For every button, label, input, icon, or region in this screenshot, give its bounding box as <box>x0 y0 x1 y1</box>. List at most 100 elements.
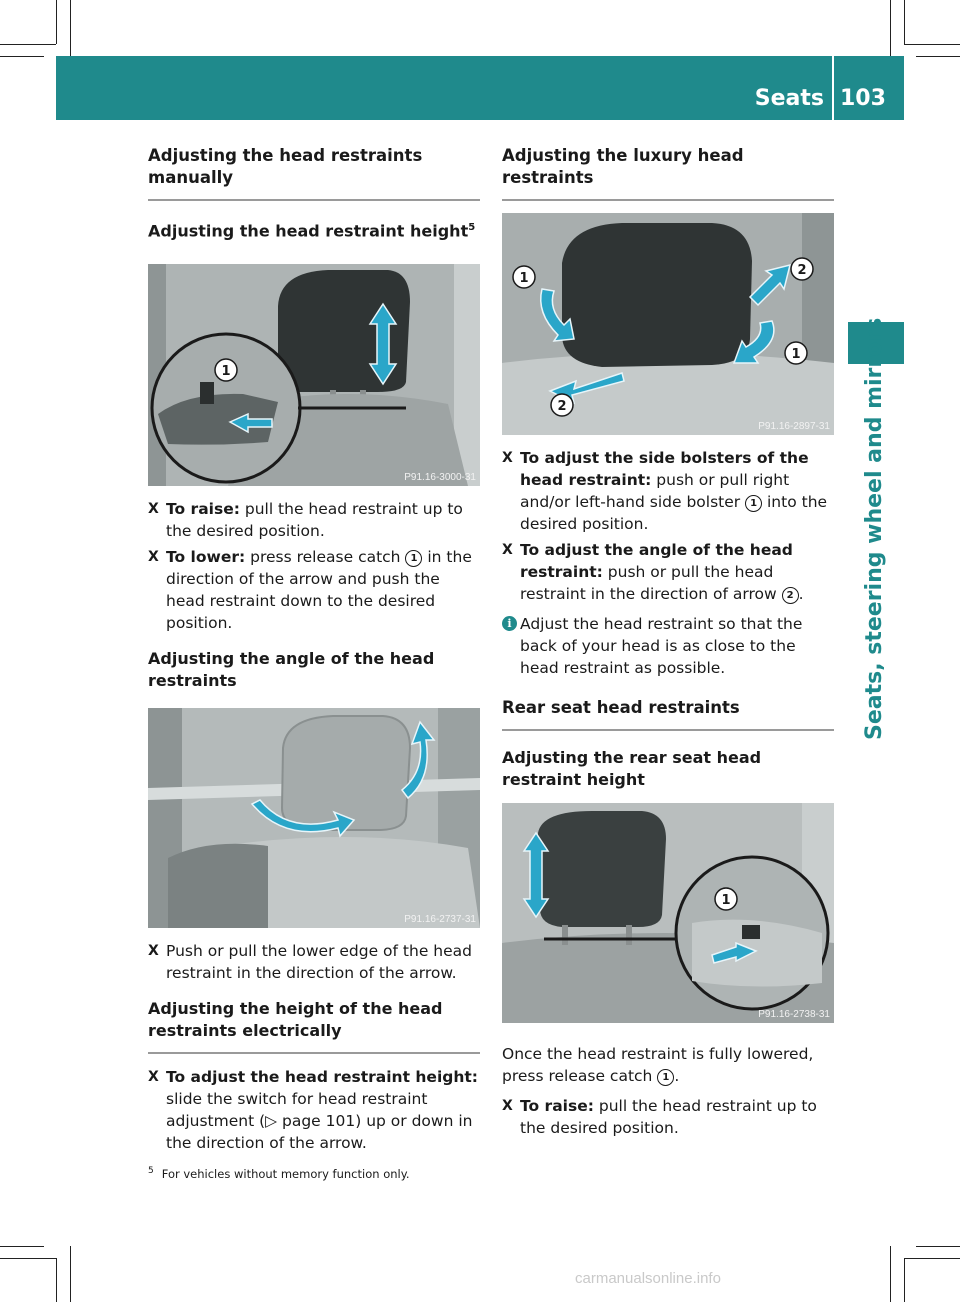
crop-mark <box>56 1258 57 1302</box>
crop-mark <box>904 1258 905 1302</box>
paragraph-text: . <box>674 1067 680 1085</box>
luxury-head-restraint-illustration: 1 2 1 2 <box>502 213 834 435</box>
header-title: Seats <box>754 86 824 111</box>
step-label: To adjust the side bolsters of the head … <box>520 449 809 489</box>
crop-mark <box>70 1246 71 1302</box>
callout-2: 2 <box>797 263 806 278</box>
callout-ref: 2 <box>781 587 799 604</box>
page-ref-arrow-icon: ▷ <box>265 1112 282 1131</box>
callout-ref: 1 <box>405 550 423 568</box>
step-marker-icon: X <box>148 1069 159 1086</box>
subsection-title: Adjusting the angle of the head restrain… <box>148 649 435 691</box>
instruction-item: X To raise: pull the head restraint up t… <box>148 498 480 542</box>
head-restraint-angle-illustration <box>148 708 480 929</box>
step-text: pull the head restraint up to the desire… <box>166 500 463 541</box>
crop-mark <box>904 0 905 44</box>
step-text: slide the switch for head restraint adju… <box>166 1090 428 1131</box>
step-marker-icon: X <box>502 1098 513 1114</box>
step-marker-icon: X <box>148 549 159 566</box>
step-marker-icon: X <box>502 450 513 466</box>
step-text: . <box>798 585 804 603</box>
figure-code: P91.16-2738-31 <box>758 1009 830 1020</box>
crop-mark <box>0 44 56 45</box>
paragraph: Once the head restraint is fully lowered… <box>502 1043 834 1087</box>
instruction-item: X To adjust the head restraint height: s… <box>148 1066 480 1154</box>
step-text: press release catch <box>245 548 406 567</box>
step-text: in the direction of the arrow and push t… <box>166 548 472 633</box>
instruction-list: X Push or pull the lower edge of the hea… <box>148 940 480 984</box>
instruction-item: X To adjust the side bolsters of the hea… <box>502 447 834 535</box>
section-rule <box>502 729 834 731</box>
section-title: Rear seat head restraints <box>502 698 740 717</box>
step-label: To adjust the head restraint height: <box>166 1068 478 1087</box>
section-rule <box>148 1052 480 1055</box>
page-number: 103 <box>840 86 886 111</box>
section-title: Adjusting the head restraints manually <box>148 146 423 187</box>
instruction-item: X Push or pull the lower edge of the hea… <box>148 940 480 984</box>
callout-1: 1 <box>221 364 230 379</box>
instruction-list: X To adjust the head restraint height: s… <box>148 1066 480 1154</box>
header-divider <box>832 56 834 120</box>
crop-mark <box>890 0 891 56</box>
footnote-number: 5 <box>148 1166 154 1176</box>
footnote-ref: 5 <box>468 222 476 233</box>
callout-2: 2 <box>557 399 566 414</box>
crop-mark <box>904 1258 960 1259</box>
instruction-list: X To adjust the side bolsters of the hea… <box>502 447 834 605</box>
crop-mark <box>0 56 44 57</box>
callout-ref: 1 <box>657 1069 675 1086</box>
rear-head-restraint-illustration: 1 <box>502 803 834 1023</box>
info-icon: i <box>502 616 517 631</box>
figure-head-restraint-height: 1 P91.16-3000-31 <box>148 264 480 487</box>
subsection-title-text: Adjusting the head restraint height <box>148 221 469 241</box>
step-text: Push or pull the lower edge of the head … <box>166 942 472 983</box>
section-rule <box>502 199 834 201</box>
step-text: into the desired position. <box>520 493 828 533</box>
step-marker-icon: X <box>148 501 159 518</box>
callout-1: 1 <box>721 893 730 908</box>
footnote: 5 For vehicles without memory function on… <box>148 1166 410 1181</box>
step-text: push or pull right and/or left-hand side… <box>520 471 790 511</box>
instruction-list: X To raise: pull the head restraint up t… <box>148 498 480 634</box>
figure-code: P91.16-3000-31 <box>404 472 476 484</box>
chapter-title-text: Seats, steering wheel and mirrors <box>862 317 887 740</box>
step-text: ) up or down in the direction of the arr… <box>166 1112 473 1153</box>
instruction-item: X To raise: pull the head restraint up t… <box>502 1095 834 1139</box>
crop-mark <box>890 1246 891 1302</box>
crop-mark <box>916 56 960 57</box>
page-reference-link[interactable]: page 101 <box>282 1112 356 1131</box>
instruction-list: X To raise: pull the head restraint up t… <box>502 1095 834 1139</box>
page-header: Seats 103 <box>56 56 904 120</box>
section-title: Adjusting the luxury head restraints <box>502 146 744 187</box>
instruction-item: X To adjust the angle of the head restra… <box>502 539 834 605</box>
crop-mark <box>0 1246 44 1247</box>
crop-mark <box>70 0 71 56</box>
callout-ref: 1 <box>745 495 763 512</box>
section-rule <box>148 199 480 201</box>
info-text: Adjust the head restraint so that the ba… <box>520 615 803 677</box>
footnote-text: For vehicles without memory function onl… <box>161 1166 410 1181</box>
figure-code: P91.16-2737-31 <box>404 914 476 926</box>
paragraph-text: Once the head restraint is fully lowered… <box>502 1045 814 1085</box>
callout-1: 1 <box>791 347 800 362</box>
crop-mark <box>56 0 57 44</box>
step-label: To lower: <box>166 548 246 567</box>
left-column: Adjusting the head restraints manually A… <box>148 145 480 1154</box>
step-text: push or pull the head restraint in the d… <box>520 563 782 603</box>
crop-mark <box>916 1246 960 1247</box>
subsection-title: Adjusting the head restraint height5 <box>148 217 480 242</box>
step-label: To adjust the angle of the head restrain… <box>520 541 793 581</box>
step-marker-icon: X <box>502 542 513 558</box>
crop-mark <box>904 44 960 45</box>
subsection-title: Adjusting the height of the head restrai… <box>148 999 443 1041</box>
callout-1: 1 <box>519 271 528 286</box>
step-marker-icon: X <box>148 943 159 960</box>
head-restraint-illustration: 1 <box>148 264 480 487</box>
right-column: Adjusting the luxury head restraints 1 2… <box>502 145 834 1139</box>
step-label: To raise: <box>520 1097 594 1115</box>
crop-mark <box>0 1258 56 1259</box>
step-text: pull the head restraint up to the desire… <box>520 1097 817 1137</box>
step-label: To raise: <box>166 500 240 519</box>
instruction-item: X To lower: press release catch 1 in the… <box>148 546 480 634</box>
watermark: carmanualsonline.info <box>575 1270 721 1287</box>
